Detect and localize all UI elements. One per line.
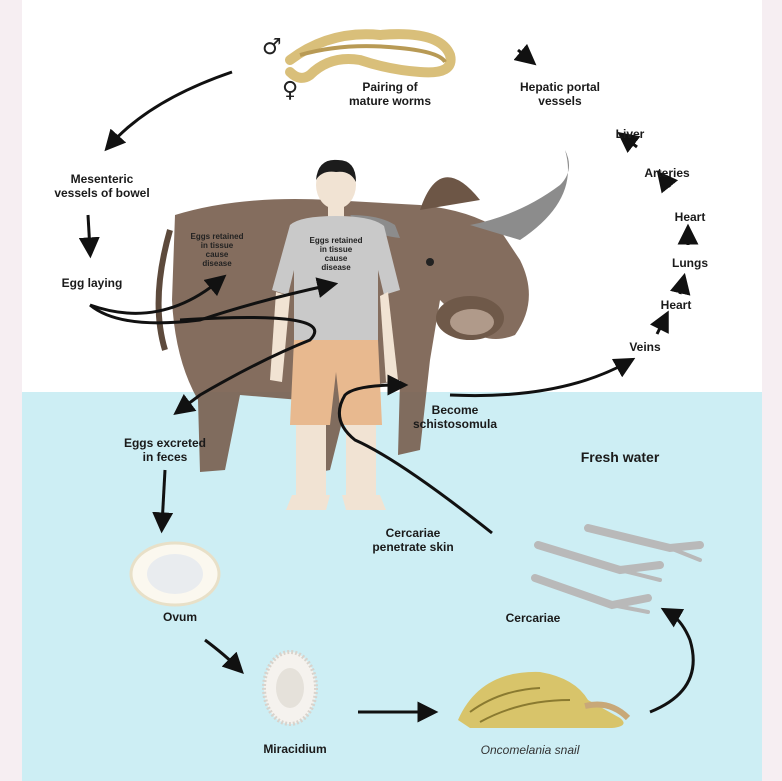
- label-ovum: Ovum: [150, 610, 210, 624]
- label-fresh-water: Fresh water: [560, 450, 680, 464]
- label-eggs-retained-man: Eggs retained in tissue cause disease: [296, 236, 376, 272]
- male-symbol-icon: ♂: [262, 35, 282, 60]
- label-cercariae: Cercariae: [478, 611, 588, 625]
- label-egg-laying: Egg laying: [42, 276, 142, 290]
- ovum-illustration: [131, 543, 219, 605]
- label-liver: Liver: [600, 127, 660, 141]
- label-become-schistosomula: Become schistosomula: [400, 403, 510, 431]
- label-mesenteric: Mesenteric vessels of bowel: [32, 172, 172, 200]
- label-hepatic: Hepatic portal vessels: [495, 80, 625, 108]
- label-snail: Oncomelania snail: [455, 743, 605, 757]
- label-heart-lower: Heart: [646, 298, 706, 312]
- label-heart-upper: Heart: [660, 210, 720, 224]
- female-symbol-icon: ♀: [282, 78, 298, 103]
- label-veins: Veins: [615, 340, 675, 354]
- label-cercariae-penetrate: Cercariae penetrate skin: [348, 526, 478, 554]
- label-eggs-retained-cow: Eggs retained in tissue cause disease: [182, 232, 252, 268]
- label-pairing: Pairing of mature worms: [320, 80, 460, 108]
- label-miracidium: Miracidium: [240, 742, 350, 756]
- label-lungs: Lungs: [660, 256, 720, 270]
- miracidium-illustration: [264, 652, 316, 724]
- label-eggs-excreted: Eggs excreted in feces: [100, 436, 230, 464]
- label-arteries: Arteries: [627, 166, 707, 180]
